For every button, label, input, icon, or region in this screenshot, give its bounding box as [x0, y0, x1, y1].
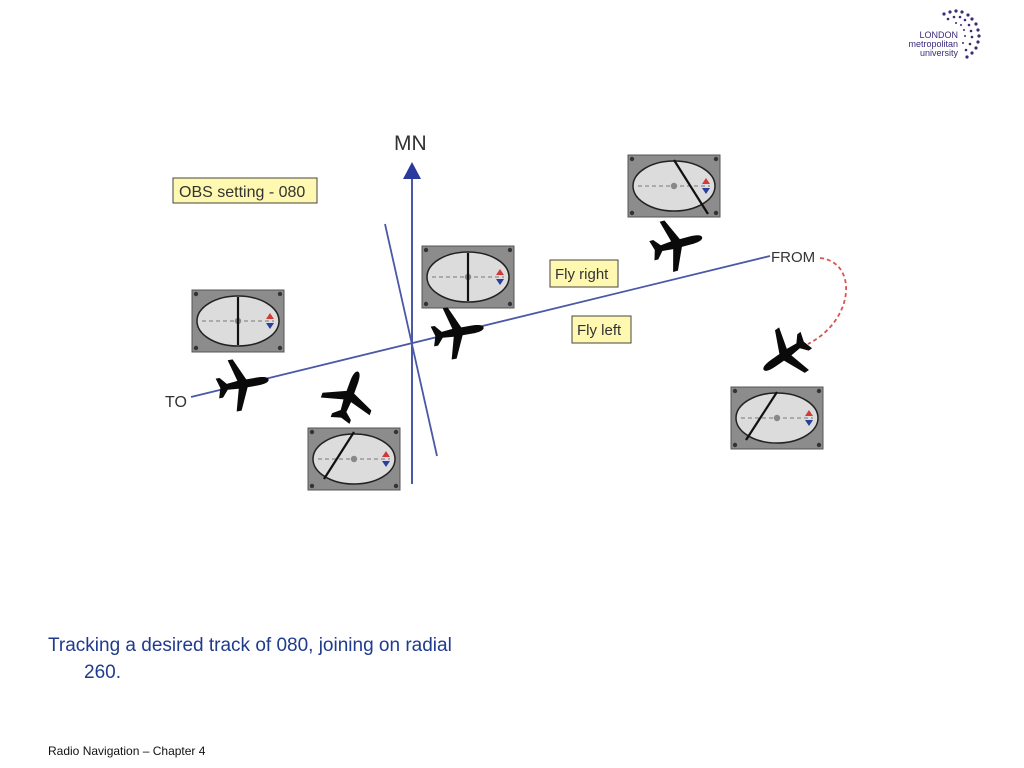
caption: Tracking a desired track of 080, joining… [48, 632, 568, 686]
airplane-icon [645, 212, 709, 276]
vor-indicator-center [421, 245, 515, 309]
joining-path [807, 257, 848, 345]
logo-line-1: LONDON [919, 30, 958, 40]
fly-left-box [571, 315, 632, 344]
north-arrow-icon [403, 162, 421, 179]
logo-line-3: university [919, 48, 958, 58]
obs-label: OBS setting - 080 [179, 184, 305, 201]
vor-indicator-right [730, 386, 824, 450]
fly-left-label: Fly left [577, 322, 622, 339]
airplane-icon [748, 318, 822, 392]
airplane-icon [427, 301, 489, 363]
obs-label-box [172, 177, 318, 204]
caption-line-1: Tracking a desired track of 080, joining… [48, 635, 452, 656]
logo-line-2: metropolitan [908, 39, 958, 49]
to-label: TO [165, 394, 187, 411]
vor-indicator-fly-right [627, 154, 721, 218]
north-label: MN [394, 132, 427, 155]
logo-text: LONDON metropolitan university [908, 31, 958, 58]
fly-right-label: Fly right [555, 266, 609, 283]
logo-dots-icon [942, 9, 981, 59]
airplane-icon [315, 362, 383, 430]
airplane-icon [212, 353, 274, 415]
vor-indicator-left [191, 289, 285, 353]
footer-text: Radio Navigation – Chapter 4 [48, 744, 206, 758]
university-logo: LONDON metropolitan university [896, 6, 992, 66]
caption-line-2: 260. [84, 662, 121, 683]
obs-radial-line [384, 223, 438, 457]
fly-right-box [549, 259, 619, 288]
vor-indicator-bottom [307, 427, 401, 491]
from-label: FROM [771, 249, 815, 266]
